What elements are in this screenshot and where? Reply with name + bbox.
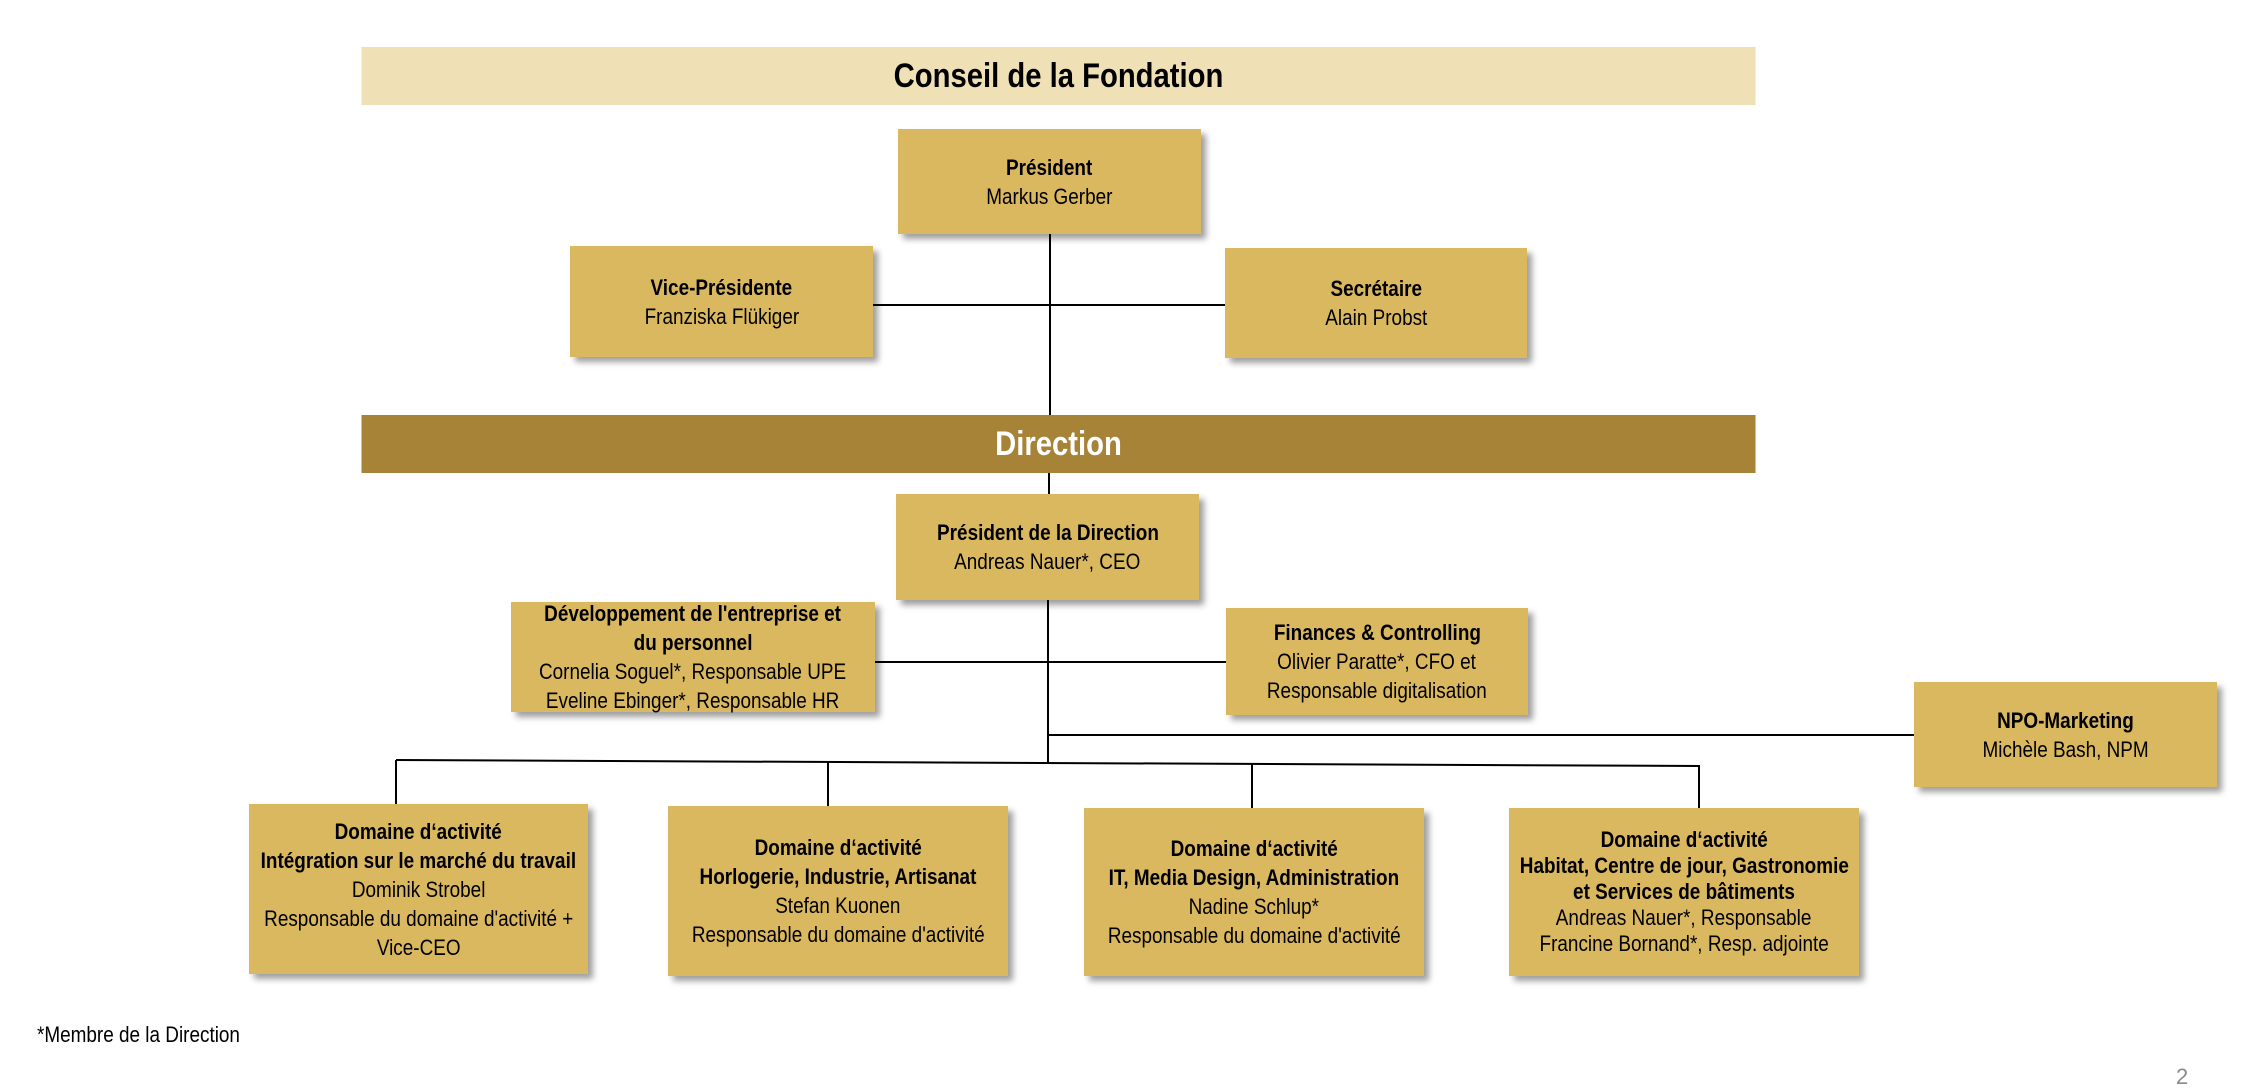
domain-2-title: Domaine d‘activité bbox=[754, 835, 922, 860]
domain-3-title: Domaine d‘activité bbox=[1170, 836, 1338, 861]
ceo-name: Andreas Nauer*, CEO bbox=[954, 549, 1141, 574]
domain-4-subtitle-2: et Services de bâtiments bbox=[1573, 879, 1795, 904]
secretary-box: Secrétaire Alain Probst bbox=[1225, 248, 1527, 358]
direction-band-title: Direction bbox=[995, 424, 1122, 463]
secretary-title: Secrétaire bbox=[1330, 276, 1422, 301]
ceo-title: Président de la Direction bbox=[936, 520, 1159, 545]
finances-title: Finances & Controlling bbox=[1273, 620, 1481, 645]
president-name: Markus Gerber bbox=[986, 183, 1113, 209]
footnote: *Membre de la Direction bbox=[37, 1022, 240, 1047]
development-title-2: du personnel bbox=[633, 630, 753, 655]
finances-line-1: Olivier Paratte*, CFO et bbox=[1277, 649, 1477, 674]
page-number: 2 bbox=[2176, 1064, 2189, 1089]
development-line-2: Eveline Ebinger*, Responsable HR bbox=[546, 688, 840, 713]
president-title: Président bbox=[1006, 154, 1093, 180]
development-line-1: Cornelia Soguel*, Responsable UPE bbox=[539, 659, 847, 684]
domain-2-line-2: Responsable du domaine d'activité bbox=[691, 922, 985, 947]
domain-1-title: Domaine d‘activité bbox=[334, 818, 503, 844]
domain-3-line-2: Responsable du domaine d'activité bbox=[1107, 923, 1401, 948]
board-band-title: Conseil de la Fondation bbox=[893, 56, 1224, 95]
marketing-title: NPO-Marketing bbox=[1997, 707, 2134, 733]
domain-4-subtitle-1: Habitat, Centre de jour, Gastronomie bbox=[1519, 853, 1849, 878]
development-title-1: Développement de l'entreprise et bbox=[544, 601, 842, 626]
president-box: Président Markus Gerber bbox=[898, 129, 1201, 234]
domain-3-line-1: Nadine Schlup* bbox=[1188, 894, 1320, 919]
vice-president-title: Vice-Présidente bbox=[650, 274, 793, 300]
domain-3-subtitle: IT, Media Design, Administration bbox=[1108, 865, 1400, 890]
vice-president-name: Franziska Flükiger bbox=[644, 303, 799, 329]
secretary-name: Alain Probst bbox=[1324, 305, 1428, 330]
domain-2-line-1: Stefan Kuonen bbox=[775, 893, 901, 918]
domain-box-4: Domaine d‘activité Habitat, Centre de jo… bbox=[1509, 808, 1859, 976]
domain-box-2: Domaine d‘activité Horlogerie, Industrie… bbox=[668, 806, 1008, 976]
domain-4-line-2: Francine Bornand*, Resp. adjointe bbox=[1539, 931, 1829, 956]
vice-president-box: Vice-Présidente Franziska Flükiger bbox=[570, 246, 873, 357]
marketing-name: Michèle Bash, NPM bbox=[1982, 736, 2149, 762]
domain-1-subtitle: Intégration sur le marché du travail bbox=[260, 847, 577, 873]
marketing-box: NPO-Marketing Michèle Bash, NPM bbox=[1914, 682, 2217, 787]
finances-line-2: Responsable digitalisation bbox=[1267, 678, 1487, 703]
domain-box-1: Domaine d‘activité Intégration sur le ma… bbox=[249, 804, 588, 974]
domain-1-line-3: Vice-CEO bbox=[376, 934, 461, 960]
ceo-box: Président de la Direction Andreas Nauer*… bbox=[896, 494, 1199, 600]
development-box: Développement de l'entreprise et du pers… bbox=[511, 601, 875, 713]
domain-box-3: Domaine d‘activité IT, Media Design, Adm… bbox=[1084, 808, 1424, 976]
domain-4-line-1: Andreas Nauer*, Responsable bbox=[1556, 905, 1812, 930]
board-band: Conseil de la Fondation bbox=[361, 47, 1756, 105]
connector-domains-horizontal bbox=[395, 759, 1701, 767]
direction-band: Direction bbox=[361, 415, 1756, 473]
domain-4-title: Domaine d‘activité bbox=[1600, 827, 1768, 852]
domain-1-line-2: Responsable du domaine d'activité + bbox=[263, 905, 574, 931]
domain-2-subtitle: Horlogerie, Industrie, Artisanat bbox=[699, 864, 977, 889]
finances-box: Finances & Controlling Olivier Paratte*,… bbox=[1226, 608, 1528, 715]
domain-1-line-1: Dominik Strobel bbox=[351, 876, 486, 902]
